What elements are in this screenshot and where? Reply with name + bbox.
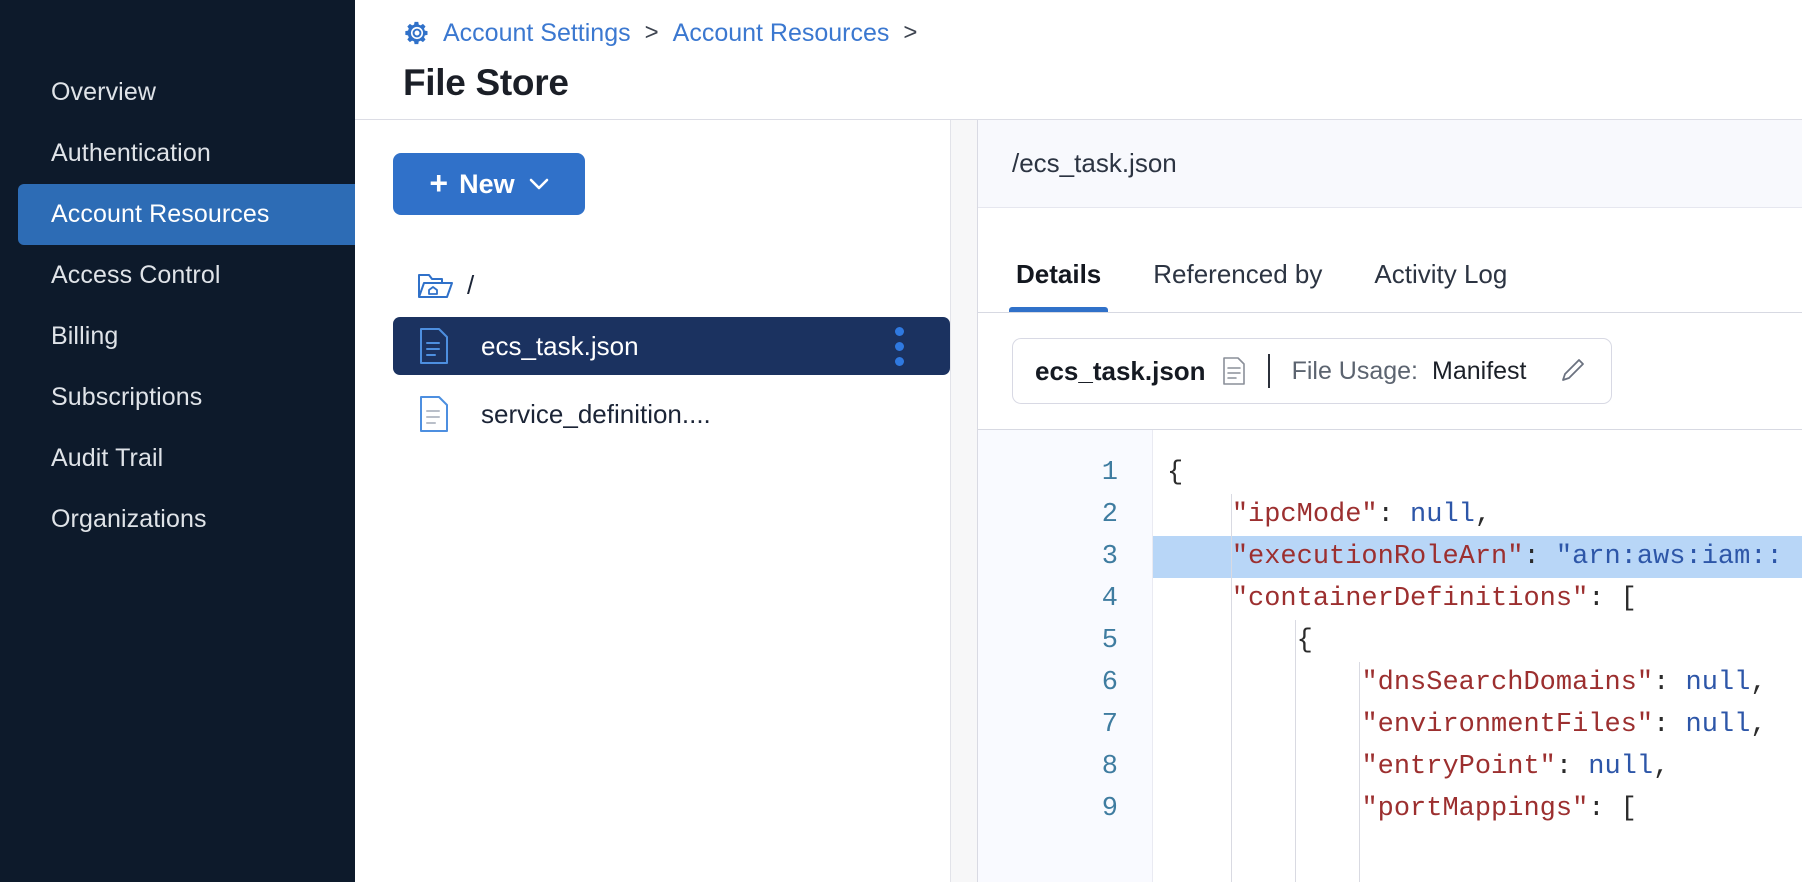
code-line-9: "portMappings": [: [1361, 794, 1637, 824]
plus-icon: +: [429, 164, 449, 201]
file-icon: [420, 396, 448, 432]
code-line-6: "dnsSearchDomains": null,: [1361, 668, 1767, 698]
line-number: 3: [1101, 542, 1118, 572]
file-name: ecs_task.json: [481, 330, 639, 361]
tab-details[interactable]: Details: [1008, 259, 1109, 312]
kebab-menu-icon[interactable]: [895, 326, 904, 366]
file-usage-value: Manifest: [1432, 356, 1527, 385]
new-button[interactable]: + New: [393, 153, 585, 215]
code-line-5: {: [1167, 626, 1313, 656]
content-split: + New /: [355, 120, 1802, 882]
line-number-gutter: 1 2 3 4 5 6 7 8 9: [978, 430, 1153, 882]
breadcrumb-separator-trailing: >: [903, 19, 918, 46]
sidebar: Overview Authentication Account Resource…: [0, 0, 355, 882]
tree-root-label: /: [467, 269, 475, 300]
panel-splitter[interactable]: [950, 120, 978, 882]
breadcrumb: Account Settings > Account Resources >: [403, 10, 1802, 56]
breadcrumb-link-account-settings[interactable]: Account Settings: [443, 18, 631, 47]
sidebar-item-organizations[interactable]: Organizations: [18, 489, 355, 550]
sidebar-item-label: Account Resources: [51, 200, 270, 228]
code-line-1: {: [1167, 458, 1184, 488]
sidebar-item-label: Authentication: [51, 139, 211, 167]
page-title: File Store: [403, 62, 569, 103]
tree-item-ecs-task-json[interactable]: ecs_task.json: [393, 317, 950, 375]
tree-root-folder[interactable]: /: [393, 263, 950, 307]
sidebar-item-label: Audit Trail: [51, 444, 164, 472]
file-name: service_definition....: [481, 398, 711, 429]
tab-referenced-by[interactable]: Referenced by: [1149, 259, 1326, 312]
line-number: 5: [1101, 626, 1118, 656]
file-usage-label: File Usage:: [1291, 356, 1419, 385]
file-tree: / ecs_task.json: [393, 263, 950, 443]
page-header: Account Settings > Account Resources > F…: [355, 0, 1802, 120]
sidebar-item-label: Overview: [51, 78, 156, 106]
sidebar-item-access-control[interactable]: Access Control: [18, 245, 355, 306]
line-number: 7: [1101, 710, 1118, 740]
gear-icon: [405, 21, 428, 45]
line-number: 2: [1101, 500, 1118, 530]
tab-activity-log[interactable]: Activity Log: [1370, 259, 1511, 312]
sidebar-item-subscriptions[interactable]: Subscriptions: [18, 367, 355, 428]
document-icon: [1222, 357, 1245, 385]
detail-panel: /ecs_task.json Details Referenced by Act…: [978, 120, 1802, 882]
pencil-icon[interactable]: [1557, 356, 1587, 386]
tab-label: Referenced by: [1153, 259, 1323, 289]
detail-tabs: Details Referenced by Activity Log: [978, 208, 1802, 313]
code-editor[interactable]: 1 2 3 4 5 6 7 8 9 {: [978, 429, 1802, 882]
sidebar-item-label: Access Control: [51, 261, 221, 289]
line-number: 9: [1101, 794, 1118, 824]
tab-label: Activity Log: [1374, 259, 1508, 289]
sidebar-item-label: Billing: [51, 322, 119, 350]
code-line-2: "ipcMode": null,: [1231, 500, 1492, 530]
sidebar-item-label: Organizations: [51, 505, 207, 533]
code-line-4: "containerDefinitions": [: [1231, 584, 1637, 614]
file-icon: [420, 328, 448, 364]
line-number: 4: [1101, 584, 1118, 614]
code-line-3: "executionRoleArn": "arn:aws:iam::: [1153, 536, 1802, 578]
file-tree-panel: + New /: [355, 120, 950, 882]
line-number: 1: [1101, 458, 1118, 488]
line-number: 8: [1101, 752, 1118, 782]
tab-label: Details: [1016, 259, 1102, 289]
divider: [1267, 354, 1270, 388]
sidebar-item-overview[interactable]: Overview: [18, 62, 355, 123]
usage-file-name: ecs_task.json: [1035, 355, 1206, 386]
line-number: 6: [1101, 668, 1118, 698]
sidebar-item-billing[interactable]: Billing: [18, 306, 355, 367]
sidebar-item-label: Subscriptions: [51, 383, 203, 411]
code-line-8: "entryPoint": null,: [1361, 752, 1670, 782]
sidebar-item-account-resources[interactable]: Account Resources: [18, 184, 355, 245]
sidebar-item-authentication[interactable]: Authentication: [18, 123, 355, 184]
file-usage-box: ecs_task.json File Usage: Manifest: [1012, 338, 1612, 404]
file-path: /ecs_task.json: [1012, 148, 1177, 178]
code-content[interactable]: { "ipcMode": null, "executionRoleArn": "…: [1153, 430, 1802, 882]
breadcrumb-link-account-resources[interactable]: Account Resources: [672, 18, 890, 47]
file-usage-area: ecs_task.json File Usage: Manifest: [978, 313, 1802, 429]
main-area: Account Settings > Account Resources > F…: [355, 0, 1802, 882]
file-path-bar: /ecs_task.json: [978, 120, 1802, 208]
breadcrumb-separator: >: [644, 19, 659, 46]
chevron-down-icon: [529, 178, 548, 190]
code-line-7: "environmentFiles": null,: [1361, 710, 1767, 740]
sidebar-item-audit-trail[interactable]: Audit Trail: [18, 428, 355, 489]
new-button-label: New: [459, 168, 515, 199]
folder-home-icon: [418, 274, 453, 298]
tree-item-service-definition[interactable]: service_definition....: [393, 385, 950, 443]
